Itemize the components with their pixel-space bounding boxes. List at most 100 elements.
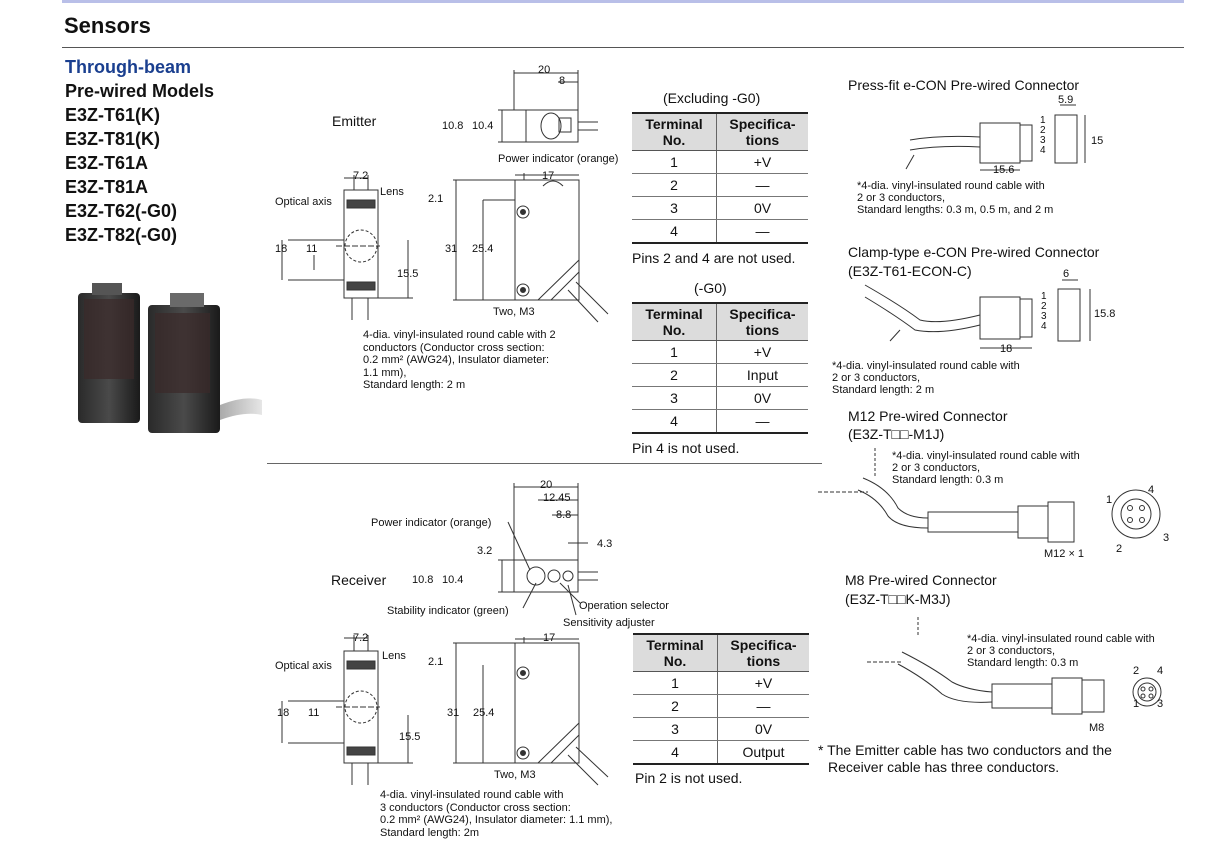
- m8-connector-drawing: [867, 617, 1162, 715]
- pin-label: 1: [1133, 698, 1140, 710]
- table-header: Specifica-tions: [716, 302, 808, 341]
- connector-model: (E3Z-T□□-M1J): [848, 426, 945, 442]
- thread-label: M8: [1089, 722, 1105, 734]
- dim-label: 20: [538, 64, 551, 76]
- optical-axis-label: Optical axis: [275, 660, 332, 672]
- table-row: 2—: [633, 694, 809, 718]
- connector-model: (E3Z-T61-ECON-C): [848, 263, 972, 279]
- model-list: Through-beam Pre-wired Models E3Z-T61(K)…: [65, 55, 214, 247]
- table-row: 1+V: [632, 150, 808, 174]
- dim-label: 31: [445, 243, 458, 255]
- power-indicator-label: Power indicator (orange): [498, 153, 619, 165]
- pin-label: 4: [1148, 484, 1155, 496]
- model-item: E3Z-T62(-G0): [65, 201, 178, 221]
- title-rule: [62, 47, 1184, 48]
- dim-label: 15.6: [993, 164, 1015, 176]
- footnote: * The Emitter cable has two conductors a…: [818, 742, 1112, 775]
- table-row: 4—: [632, 219, 808, 244]
- optical-axis-label: Optical axis: [275, 196, 332, 208]
- dim-label: 10.8: [412, 574, 434, 586]
- top-rule: [62, 0, 1184, 3]
- table-header: Specifica-tions: [717, 633, 809, 672]
- connector-title: M12 Pre-wired Connector: [848, 408, 1008, 424]
- receiver-label: Receiver: [331, 572, 387, 588]
- dim-label: 18: [1000, 343, 1013, 355]
- table-header: Terminal No.: [632, 302, 717, 341]
- table-header: Specifica-tions: [716, 112, 808, 151]
- dim-label: 11: [308, 707, 320, 719]
- dim-label: 15.5: [397, 268, 419, 280]
- model-item: E3Z-T61(K): [65, 105, 161, 125]
- m12-connector-drawing: [818, 448, 1161, 543]
- pin-label: 2: [1116, 543, 1123, 555]
- press-fit-connector-drawing: [905, 104, 1086, 171]
- dim-label: 10.4: [442, 574, 464, 586]
- category-heading: Through-beam: [65, 57, 191, 77]
- model-item: Pre-wired Models: [65, 81, 215, 101]
- product-photo: [78, 283, 262, 433]
- pin-label: 3: [1157, 698, 1164, 710]
- table-row: 2—: [632, 173, 808, 197]
- page-title: Sensors: [64, 13, 151, 38]
- lens-label: Lens: [382, 650, 406, 662]
- dim-label: 2.1: [428, 656, 444, 668]
- dim-label: 2.1: [428, 193, 444, 205]
- thread-label: M12 × 1: [1044, 548, 1085, 560]
- table-note: Pin 2 is not used.: [635, 770, 743, 786]
- model-item: E3Z-T82(-G0): [65, 225, 178, 245]
- dim-label: 8.8: [556, 509, 572, 521]
- section-divider: [267, 463, 822, 464]
- connector-title: Clamp-type e-CON Pre-wired Connector: [848, 244, 1100, 260]
- emitter-label: Emitter: [332, 113, 377, 129]
- dim-label: 7.2: [353, 170, 369, 182]
- dim-label: 17: [543, 632, 556, 644]
- model-item: E3Z-T81(K): [65, 129, 161, 149]
- emitter-cable-note: 4-dia. vinyl-insulated round cable with …: [363, 329, 556, 391]
- dim-label: 10.8: [442, 120, 464, 132]
- dim-label: 5.9: [1058, 94, 1074, 106]
- pin-label: 3: [1163, 532, 1170, 544]
- table-note: Pins 2 and 4 are not used.: [632, 250, 796, 266]
- table-caption: (Excluding -G0): [663, 90, 761, 106]
- dim-label: 20: [540, 479, 553, 491]
- connector-note: *4-dia. vinyl-insulated round cable with…: [857, 180, 1054, 216]
- connector-title: M8 Pre-wired Connector: [845, 572, 997, 588]
- model-item: E3Z-T81A: [65, 177, 149, 197]
- table-header: Terminal No.: [632, 112, 717, 151]
- dim-label: 15.5: [399, 731, 421, 743]
- sensitivity-adjuster-label: Sensitivity adjuster: [563, 617, 655, 629]
- screws-label: Two, M3: [493, 306, 535, 318]
- dim-label: 31: [447, 707, 460, 719]
- connector-title: Press-fit e-CON Pre-wired Connector: [848, 77, 1080, 93]
- dim-label: 15: [1091, 135, 1104, 147]
- connector-note: *4-dia. vinyl-insulated round cable with…: [967, 633, 1155, 669]
- dim-label: 8: [559, 75, 566, 87]
- operation-selector-label: Operation selector: [579, 600, 669, 612]
- dim-label: 6: [1063, 268, 1070, 280]
- dim-label: 4.3: [597, 538, 613, 550]
- lens-label: Lens: [380, 186, 404, 198]
- dim-label: 3.2: [477, 545, 493, 557]
- power-indicator-label: Power indicator (orange): [371, 517, 492, 529]
- pin-label: 2: [1133, 665, 1140, 677]
- dim-label: 18: [275, 243, 288, 255]
- table-row: 4—: [632, 409, 808, 434]
- table-row: 1+V: [632, 340, 808, 364]
- dim-label: 25.4: [472, 243, 494, 255]
- dim-label: 17: [542, 170, 555, 182]
- stability-indicator-label: Stability indicator (green): [387, 605, 509, 617]
- receiver-drawing: [281, 483, 609, 786]
- dim-label: 11: [306, 243, 318, 255]
- dim-label: 10.4: [472, 120, 494, 132]
- table-caption: (-G0): [694, 280, 727, 296]
